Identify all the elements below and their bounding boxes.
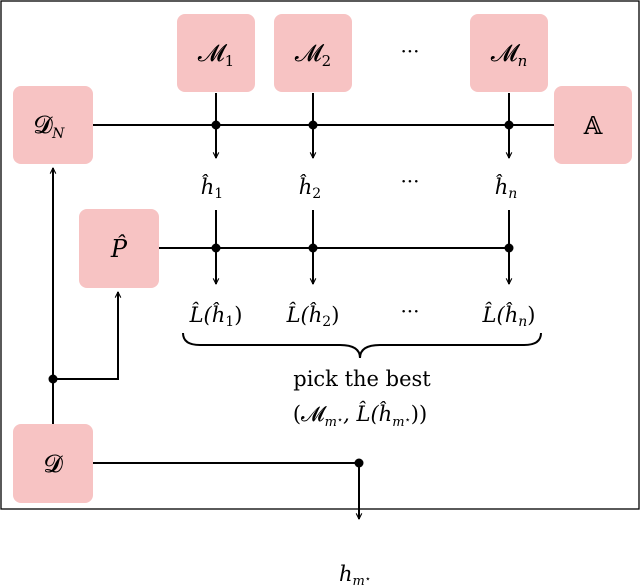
p-hat-node: P̂ bbox=[79, 209, 159, 288]
junction-dot bbox=[211, 243, 221, 253]
algorithm-node: 𝔸 bbox=[554, 86, 632, 164]
svg-text:𝓜1: 𝓜1 bbox=[198, 39, 234, 70]
dataset-n-node: 𝓓N bbox=[13, 86, 93, 164]
model-node-m2: 𝓜2 bbox=[274, 14, 352, 92]
svg-text:P̂: P̂ bbox=[110, 235, 128, 263]
hypothesis-h2: ĥ2 bbox=[299, 175, 321, 202]
junction-dot bbox=[354, 458, 364, 468]
svg-text:𝓓: 𝓓 bbox=[44, 450, 64, 478]
model-node-mn: 𝓜n bbox=[470, 14, 548, 92]
output-label: hm⋆ bbox=[339, 562, 371, 585]
loss-h2: L̂(ĥ2) bbox=[286, 303, 340, 330]
svg-text:𝓓N: 𝓓N bbox=[34, 111, 65, 142]
pick-best-label: pick the best bbox=[293, 367, 431, 391]
dataset-node: 𝓓 bbox=[13, 424, 93, 503]
junction-dots bbox=[48, 120, 514, 468]
junction-dot bbox=[48, 374, 58, 384]
hypotheses-ellipsis: ··· bbox=[400, 169, 419, 193]
loss-h1: L̂(ĥ1) bbox=[189, 303, 243, 330]
junction-dot bbox=[504, 243, 514, 253]
loss-hn: L̂(ĥn) bbox=[482, 303, 536, 330]
svg-text:𝓜n: 𝓜n bbox=[491, 39, 528, 70]
outer-frame bbox=[0, 0, 640, 510]
junction-dot bbox=[308, 243, 318, 253]
svg-text:𝔸: 𝔸 bbox=[583, 112, 603, 140]
pick-best-brace bbox=[182, 332, 542, 359]
junction-dot bbox=[211, 120, 221, 130]
hypothesis-h1: ĥ1 bbox=[201, 175, 223, 202]
junction-dot bbox=[504, 120, 514, 130]
svg-text:𝓜2: 𝓜2 bbox=[295, 39, 331, 70]
hypothesis-hn: ĥn bbox=[495, 175, 518, 202]
selection-label: (𝓜m⋆, L̂(ĥm⋆)) bbox=[293, 402, 427, 430]
junction-dot bbox=[308, 120, 318, 130]
model-node-m1: 𝓜1 bbox=[177, 14, 255, 92]
losses-ellipsis: ··· bbox=[400, 299, 419, 323]
models-ellipsis: ··· bbox=[400, 39, 419, 63]
split-to-phat-wire bbox=[53, 292, 118, 380]
